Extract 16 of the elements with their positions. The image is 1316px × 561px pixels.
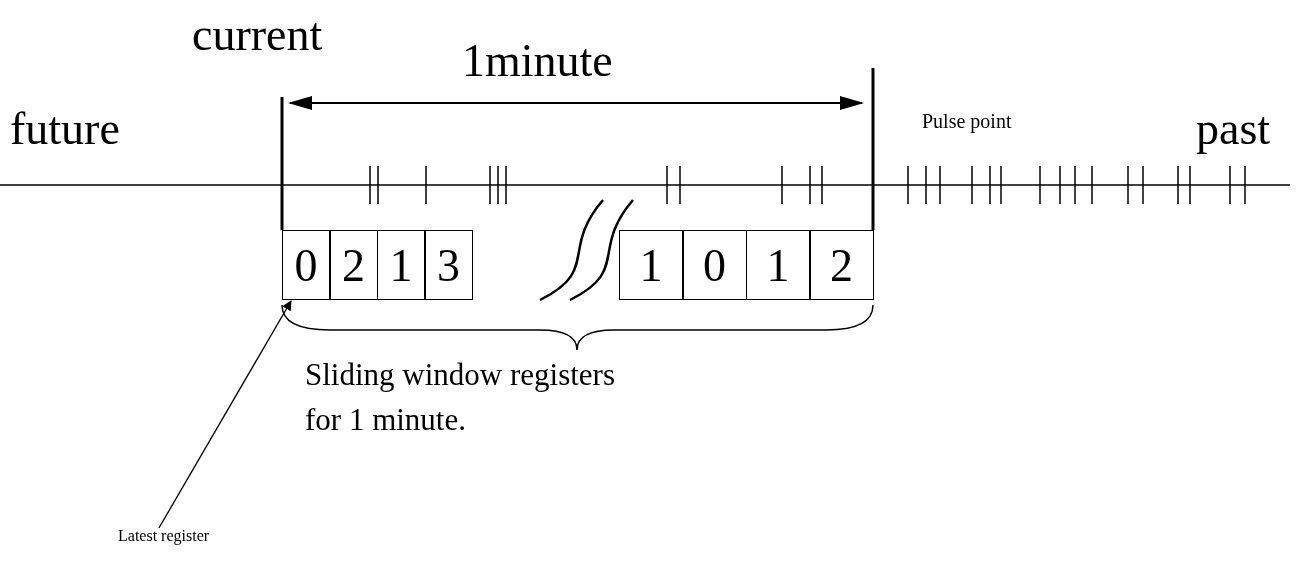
register-cell: 2 bbox=[809, 230, 874, 300]
register-cell: 0 bbox=[282, 230, 330, 300]
register-cell: 2 bbox=[329, 230, 378, 300]
register-cell: 1 bbox=[377, 230, 425, 300]
register-cell: 1 bbox=[619, 230, 683, 300]
caption-text: Sliding window registers for 1 minute. bbox=[305, 356, 616, 439]
annotation-text: Pulse point bbox=[922, 111, 1012, 131]
leader-line bbox=[158, 300, 292, 529]
duration-label: 1minute bbox=[462, 38, 613, 84]
time-label: past bbox=[1196, 106, 1271, 152]
time-label: future bbox=[10, 106, 120, 152]
time-label: current bbox=[192, 12, 323, 58]
register-cell: 3 bbox=[424, 230, 473, 300]
register-cell: 0 bbox=[682, 230, 747, 300]
register-cell: 1 bbox=[746, 230, 810, 300]
leader-label: Latest register bbox=[118, 528, 210, 544]
